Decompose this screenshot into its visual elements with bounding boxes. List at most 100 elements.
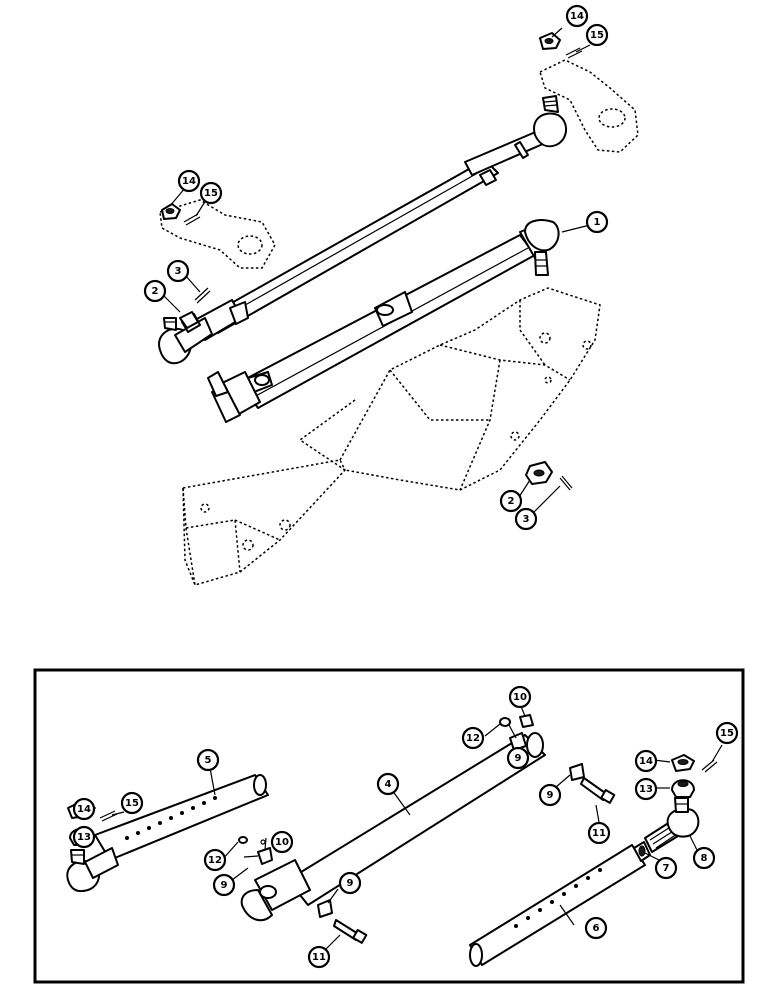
callout-9: 9 — [506, 746, 530, 770]
callout-9: 9 — [338, 871, 362, 895]
callout-number: 15 — [590, 30, 604, 41]
callout-circle — [692, 846, 716, 870]
callout-number: 5 — [205, 755, 212, 766]
cotter-pin-bracket — [559, 475, 573, 491]
callout-12: 12 — [461, 726, 485, 750]
callout-number: 9 — [547, 790, 554, 801]
callout-number: 13 — [639, 784, 653, 795]
callout-number: 6 — [593, 923, 600, 934]
callout-circle — [196, 748, 220, 772]
cotter-pin-left — [194, 287, 211, 304]
boot-right — [671, 779, 695, 798]
nut-upper-right — [539, 32, 561, 50]
callout-number: 14 — [570, 11, 584, 22]
callout-circle — [177, 169, 201, 193]
callout-5: 5 — [196, 748, 220, 772]
callout-3: 3 — [514, 507, 538, 531]
callout-number: 7 — [663, 863, 670, 874]
callout-number: 11 — [592, 828, 606, 839]
upper-assembly — [158, 27, 639, 586]
callout-number: 2 — [508, 496, 515, 507]
callout-14: 14 — [177, 169, 201, 193]
callout-13: 13 — [634, 777, 658, 801]
callout-circle — [338, 871, 362, 895]
tie-rod-end-left — [66, 847, 119, 893]
nut-upper-left — [161, 203, 181, 220]
callout-number: 9 — [515, 753, 522, 764]
callout-1: 1 — [585, 210, 609, 234]
callout-number: 10 — [513, 692, 527, 703]
callout-14: 14 — [634, 749, 658, 773]
clamp-top — [499, 714, 534, 751]
callout-circle — [585, 23, 609, 47]
callout-number: 8 — [701, 853, 708, 864]
tie-rod-detail-panel — [33, 668, 745, 984]
clamp-left — [238, 836, 273, 865]
callout-number: 9 — [347, 878, 354, 889]
callout-number: 15 — [204, 188, 218, 199]
callout-circle — [376, 772, 400, 796]
callout-circle — [143, 279, 167, 303]
callout-10: 10 — [508, 685, 532, 709]
callout-circle — [461, 726, 485, 750]
callout-circle — [584, 916, 608, 940]
castle-nut-left — [179, 311, 199, 329]
axle-bracket-phantom — [182, 287, 601, 586]
callout-circle — [538, 783, 562, 807]
callout-circle — [514, 507, 538, 531]
callout-number: 10 — [275, 837, 289, 848]
callout-circle — [715, 721, 739, 745]
pin-upper-left — [183, 213, 201, 226]
power-steering-cylinder — [207, 219, 560, 423]
callout-circle — [120, 791, 144, 815]
pin-left-lower — [99, 810, 118, 822]
callout-circle — [587, 821, 611, 845]
callout-2: 2 — [499, 489, 523, 513]
callout-circle — [654, 856, 678, 880]
callout-number: 12 — [466, 733, 480, 744]
callout-circle — [585, 210, 609, 234]
callout-number: 14 — [182, 176, 196, 187]
callout-circle — [203, 848, 227, 872]
callout-number: 14 — [639, 756, 653, 767]
callout-7: 7 — [654, 856, 678, 880]
callout-number: 11 — [312, 952, 326, 963]
callout-8: 8 — [692, 846, 716, 870]
callout-15: 15 — [715, 721, 739, 745]
callout-number: 15 — [125, 798, 139, 809]
callout-15: 15 — [120, 791, 144, 815]
callout-number: 3 — [523, 514, 530, 525]
callout-number: 13 — [77, 832, 91, 843]
callout-13: 13 — [72, 825, 96, 849]
tie-rod-tube-right — [469, 844, 646, 967]
cross-tube — [240, 732, 546, 922]
callout-number: 9 — [221, 880, 228, 891]
callout-11: 11 — [587, 821, 611, 845]
callout-number: 14 — [77, 804, 91, 815]
steering-arm-left-phantom — [159, 199, 276, 269]
callout-circle — [634, 777, 658, 801]
bolt-clamp-center — [317, 899, 368, 944]
pin-upper-right — [565, 47, 583, 59]
callout-number: 4 — [385, 779, 392, 790]
callout-15: 15 — [585, 23, 609, 47]
callout-number: 15 — [720, 728, 734, 739]
callout-number: 1 — [594, 217, 601, 228]
callout-3: 3 — [166, 259, 190, 283]
callout-circle — [565, 4, 589, 28]
callout-circle — [212, 873, 236, 897]
upper-leaders — [161, 27, 591, 514]
steering-arm-right-phantom — [539, 59, 639, 153]
callout-9: 9 — [212, 873, 236, 897]
callout-number: 2 — [152, 286, 159, 297]
callout-circle — [506, 746, 530, 770]
callout-14: 14 — [72, 797, 96, 821]
callout-number: 3 — [175, 266, 182, 277]
callout-11: 11 — [307, 945, 331, 969]
callout-circle — [508, 685, 532, 709]
callout-12: 12 — [203, 848, 227, 872]
callout-circle — [72, 825, 96, 849]
castle-nut-bracket — [525, 461, 553, 485]
